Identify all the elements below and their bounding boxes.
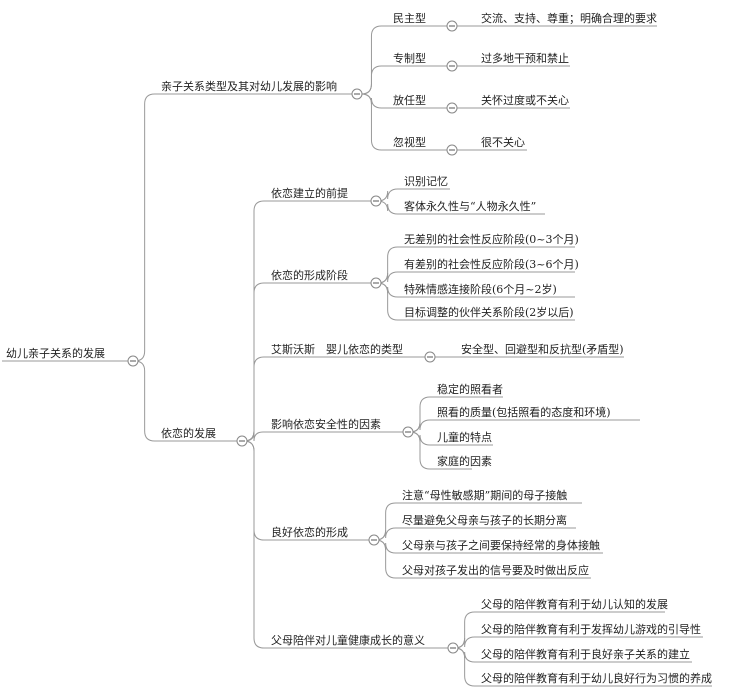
topic-3-to-leaf-2 [409, 431, 433, 446]
topic-0-leaf-1: 客体永久性与“人物永久性” [404, 199, 536, 213]
branch-1-node: 依恋的发展 [161, 426, 216, 440]
topic-4-leaf-1: 尽量避免父母亲与孩子的长期分离 [402, 513, 567, 527]
topic-5-leaf-1: 父母的陪伴教育有利于发挥幼儿游戏的引导性 [481, 622, 701, 636]
branch-1-to-topic-3 [244, 431, 267, 442]
branch-1-to-topic-1 [243, 282, 267, 442]
topic-4-to-leaf-0 [375, 502, 398, 541]
topic-4-leaf-2: 父母亲与孩子之间要保持经常的身体接触 [402, 538, 600, 552]
topic-4-leaf-0: 注意“母性敏感期”期间的母子接触 [402, 488, 567, 502]
root-to-branch-1 [134, 360, 157, 442]
topic-node-4: 良好依恋的形成 [271, 525, 348, 539]
type-1-toggle[interactable] [446, 60, 458, 72]
topic-4-leaf-3: 父母对孩子发出的信号要及时做出反应 [402, 563, 589, 577]
root-toggle[interactable] [127, 355, 139, 367]
branch-0-to-type-1 [361, 65, 389, 95]
topic-3-leaf-0: 稳定的照看者 [437, 382, 503, 396]
topic-1-leaf-0: 无差别的社会性反应阶段(0~3个月) [404, 232, 579, 246]
type-0-toggle[interactable] [446, 20, 458, 32]
type-3-toggle[interactable] [446, 144, 458, 156]
topic-5-leaf-3: 父母的陪伴教育有利于幼儿良好行为习惯的养成 [481, 671, 712, 685]
topic-1-leaf-3: 目标调整的伙伴关系阶段(2岁以后) [404, 305, 574, 319]
topic-5-to-leaf-3 [454, 647, 477, 687]
topic-1-leaf-1: 有差别的社会性反应阶段(3~6个月) [404, 257, 579, 271]
branch-0-to-type-0 [361, 25, 389, 95]
topic-node-5: 父母陪伴对儿童健康成长的意义 [271, 633, 425, 647]
topic-3-leaf-2: 儿童的特点 [437, 430, 492, 444]
topic-3-leaf-1: 照看的质量(包括照看的态度和环境) [437, 405, 611, 419]
type-node-0: 民主型 [393, 11, 426, 25]
type-2-toggle[interactable] [446, 102, 458, 114]
topic-3-toggle[interactable] [402, 426, 414, 438]
type-3-leaf: 很不关心 [481, 135, 525, 149]
topic-5-leaf-2: 父母的陪伴教育有利于良好亲子关系的建立 [481, 647, 690, 661]
topic-node-1: 依恋的形成阶段 [271, 268, 348, 282]
topic-1-leaf-2: 特殊情感连接阶段(6个月~2岁) [404, 282, 557, 296]
topic-4-to-leaf-1 [375, 527, 398, 541]
type-2-leaf: 关怀过度或不关心 [481, 93, 569, 107]
topic-node-2: 艾斯沃斯 婴儿依恋的类型 [271, 342, 403, 356]
connector-lines [2, 25, 712, 687]
topic-1-toggle[interactable] [370, 277, 382, 289]
collapse-toggles[interactable] [127, 20, 459, 654]
topic-node-0: 依恋建立的前提 [271, 186, 348, 200]
topic-1-to-leaf-3 [377, 282, 400, 321]
topic-0-to-leaf-0 [377, 188, 400, 202]
branch-1-to-topic-0 [243, 200, 267, 442]
topic-0-toggle[interactable] [370, 195, 382, 207]
branch-1-to-topic-4 [243, 440, 267, 541]
topic-0-to-leaf-1 [377, 200, 400, 215]
type-node-1: 专制型 [393, 51, 426, 65]
topic-5-leaf-0: 父母的陪伴教育有利于幼儿认知的发展 [481, 597, 668, 611]
type-node-2: 放任型 [393, 93, 426, 107]
topic-3-leaf-3: 家庭的因素 [437, 454, 492, 468]
topic-4-toggle[interactable] [368, 534, 380, 546]
branch-1-to-topic-2 [243, 356, 267, 442]
branch-0-to-type-2 [361, 93, 389, 109]
branch-0-toggle[interactable] [351, 88, 363, 100]
topic-node-3: 影响依恋安全性的因素 [271, 417, 381, 431]
node-labels: 幼儿亲子关系的发展 亲子关系类型及其对幼儿发展的影响 民主型 交流、支持、尊重；明确合… [6, 11, 712, 685]
topic-2-leaf-0: 安全型、回避型和反抗型(矛盾型) [461, 342, 624, 356]
topic-3-to-leaf-1 [409, 419, 433, 433]
topic-5-to-leaf-1 [454, 636, 477, 649]
branch-1-toggle[interactable] [236, 435, 248, 447]
topic-2-toggle[interactable] [424, 351, 436, 363]
branch-1-to-topic-5 [243, 440, 267, 649]
root-node: 幼儿亲子关系的发展 [6, 346, 105, 360]
topic-0-leaf-0: 识别记忆 [404, 175, 448, 188]
branch-0-to-type-3 [361, 93, 389, 151]
topic-4-to-leaf-3 [375, 539, 398, 579]
branch-0-node: 亲子关系类型及其对幼儿发展的影响 [161, 79, 337, 93]
topic-3-to-leaf-3 [409, 431, 433, 470]
topic-1-to-leaf-1 [377, 271, 400, 284]
type-node-3: 忽视型 [393, 135, 426, 149]
root-to-branch-0 [134, 93, 157, 362]
topic-3-to-leaf-0 [409, 396, 433, 433]
type-0-leaf: 交流、支持、尊重；明确合理的要求 [481, 11, 657, 25]
type-1-leaf: 过多地干预和禁止 [481, 51, 569, 65]
topic-5-toggle[interactable] [447, 642, 459, 654]
